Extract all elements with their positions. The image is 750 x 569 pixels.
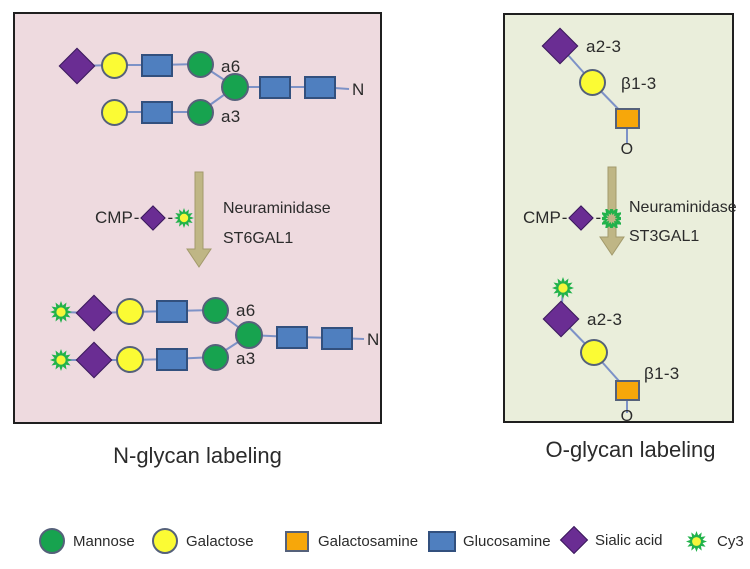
linkage-label-b1-3: β1-3 bbox=[621, 74, 657, 93]
legend-item-glucosamine: Glucosamine bbox=[428, 527, 551, 555]
legend-item-sialic-acid: Sialic acid bbox=[559, 525, 663, 555]
sialic-acid-icon bbox=[559, 525, 589, 555]
sialic-acid-icon bbox=[140, 205, 167, 231]
enzyme-name: Neuraminidase bbox=[223, 200, 331, 217]
bond-dash: - bbox=[133, 208, 140, 227]
branch-label-a6: a6 bbox=[236, 301, 256, 320]
enzyme-name: ST3GAL1 bbox=[629, 228, 700, 245]
cmp-label: CMP bbox=[523, 208, 561, 227]
linkage-label-a2-3: a2-3 bbox=[586, 37, 622, 56]
mannose-icon bbox=[187, 51, 214, 78]
cy3-icon bbox=[552, 277, 574, 299]
n-terminal-label: N bbox=[352, 80, 365, 99]
galactose-icon bbox=[101, 52, 128, 79]
legend-label: Galactose bbox=[186, 532, 254, 550]
glucosamine-icon bbox=[276, 326, 308, 349]
bond-dash: - bbox=[561, 208, 568, 227]
legend-label: Cy3 bbox=[717, 532, 744, 550]
cmp-substrate: CMP-- bbox=[523, 205, 622, 231]
galactose-icon bbox=[579, 69, 606, 96]
legend-item-cy3: Cy3 bbox=[682, 527, 744, 555]
bond-dash: - bbox=[167, 208, 174, 227]
galactosamine-icon bbox=[615, 380, 640, 401]
enzyme-name: ST6GAL1 bbox=[223, 230, 294, 247]
o-terminal-label: O bbox=[620, 141, 634, 158]
legend-item-galactosamine: Galactosamine bbox=[283, 527, 418, 555]
branch-label-a6: a6 bbox=[221, 57, 241, 76]
glucosamine-icon bbox=[428, 527, 456, 555]
mannose-icon bbox=[235, 321, 263, 349]
reaction-arrow-icon bbox=[186, 171, 212, 268]
cy3-icon bbox=[50, 349, 72, 371]
n-glycan-panel: a6 N a3 CMP-- Neuraminidase ST6GAL1 a6 N bbox=[13, 12, 382, 424]
galactose-icon bbox=[151, 527, 179, 555]
mannose-icon bbox=[202, 344, 229, 371]
linkage-label-b1-3: β1-3 bbox=[644, 364, 680, 383]
galactose-icon bbox=[101, 99, 128, 126]
cmp-label: CMP bbox=[95, 208, 133, 227]
glucosamine-icon bbox=[156, 300, 188, 323]
legend-item-mannose: Mannose bbox=[38, 527, 135, 555]
mannose-icon bbox=[202, 297, 229, 324]
legend-label: Glucosamine bbox=[463, 532, 551, 550]
glucosamine-icon bbox=[141, 101, 173, 124]
glucosamine-icon bbox=[304, 76, 336, 99]
legend-label: Galactosamine bbox=[318, 532, 419, 550]
branch-label-a3: a3 bbox=[221, 107, 241, 126]
legend-item-galactose: Galactose bbox=[151, 527, 254, 555]
cy3-icon bbox=[682, 527, 710, 555]
mannose-icon bbox=[221, 73, 249, 101]
galactosamine-icon bbox=[615, 108, 640, 129]
cy3-hollow-icon bbox=[602, 208, 622, 228]
glucosamine-icon bbox=[321, 327, 353, 350]
glucosamine-icon bbox=[141, 54, 173, 77]
o-glycan-panel: a2-3 β1-3 O CMP-- Neuraminidase ST3GAL1 … bbox=[503, 13, 737, 425]
sialic-acid-icon bbox=[568, 205, 595, 231]
n-glycan-caption: N-glycan labeling bbox=[113, 443, 282, 468]
cy3-icon bbox=[174, 208, 195, 228]
cmp-substrate: CMP-- bbox=[95, 205, 195, 231]
enzyme-name: Neuraminidase bbox=[629, 199, 737, 216]
galactosamine-icon bbox=[283, 527, 311, 555]
linkage-label-a2-3: a2-3 bbox=[587, 310, 623, 329]
glucosamine-icon bbox=[259, 76, 291, 99]
n-terminal-label: N bbox=[367, 330, 380, 349]
branch-label-a3: a3 bbox=[236, 349, 256, 368]
o-glycan-caption: O-glycan labeling bbox=[545, 437, 716, 462]
mannose-icon bbox=[187, 99, 214, 126]
mannose-icon bbox=[38, 527, 66, 555]
bond-dash: - bbox=[595, 208, 602, 227]
glucosamine-icon bbox=[156, 348, 188, 371]
galactose-icon bbox=[580, 339, 608, 366]
o-terminal-label: O bbox=[620, 408, 634, 425]
cy3-icon bbox=[50, 301, 72, 323]
galactose-icon bbox=[116, 346, 144, 373]
legend-label: Sialic acid bbox=[595, 531, 663, 549]
legend-label: Mannose bbox=[73, 532, 135, 550]
galactose-icon bbox=[116, 298, 144, 325]
